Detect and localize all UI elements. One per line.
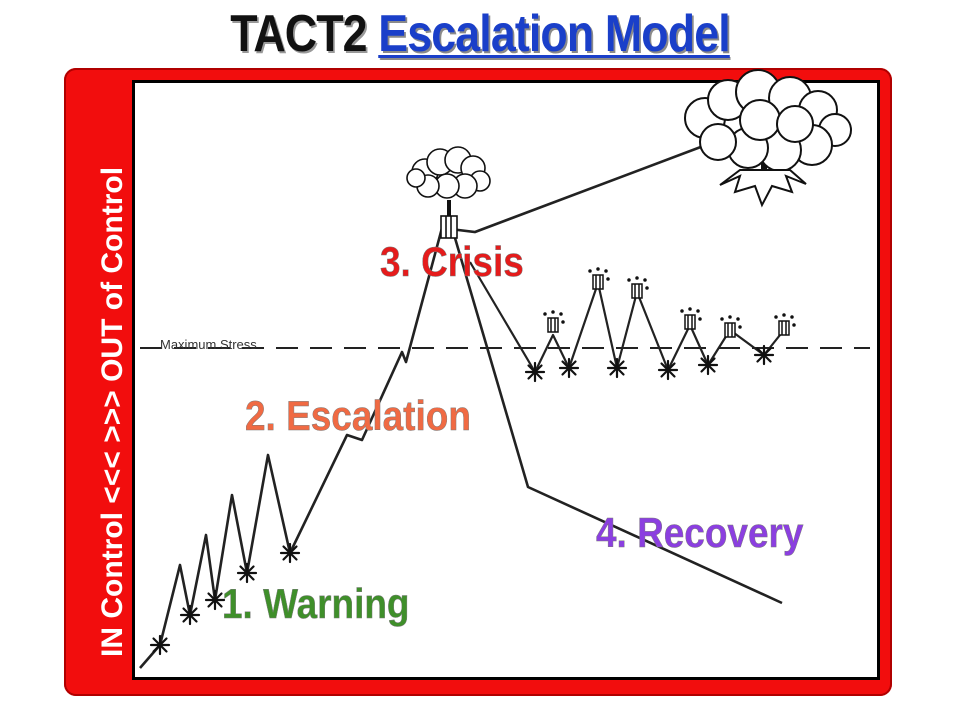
bomb-icon [774,313,796,336]
stress-burst-icon [558,357,580,379]
bomb-icon [720,315,742,338]
stage-recovery-label: 4. Recovery [596,510,803,557]
max-stress-label: Maximum Stress [160,337,257,352]
title-part-1: TACT2 [230,5,367,63]
recovery-path [453,237,783,605]
small-mushroom-cloud-icon [406,146,491,239]
stress-burst-icon [279,542,301,564]
bomb-icon [680,307,702,330]
stress-burst-icon [149,634,171,656]
stage-escalation-label: 2. Escalation [245,393,471,440]
stress-burst-icon [606,357,628,379]
stress-burst-icon [697,354,719,376]
stage-crisis-label: 3. Crisis [380,239,524,286]
page-title: TACT2 Escalation Model [67,2,893,66]
stress-burst-icon [753,344,775,366]
bomb-icon [543,310,565,333]
bomb-icon [627,276,649,299]
stress-burst-icon [524,361,546,383]
bomb-icon [588,267,610,290]
stress-burst-icon [236,562,258,584]
stress-burst-icon [179,604,201,626]
large-mushroom-cloud-icon [684,69,852,208]
stress-burst-icon [657,359,679,381]
stage-warning-label: 1. Warning [222,581,409,628]
title-part-2: Escalation Model [378,5,730,63]
